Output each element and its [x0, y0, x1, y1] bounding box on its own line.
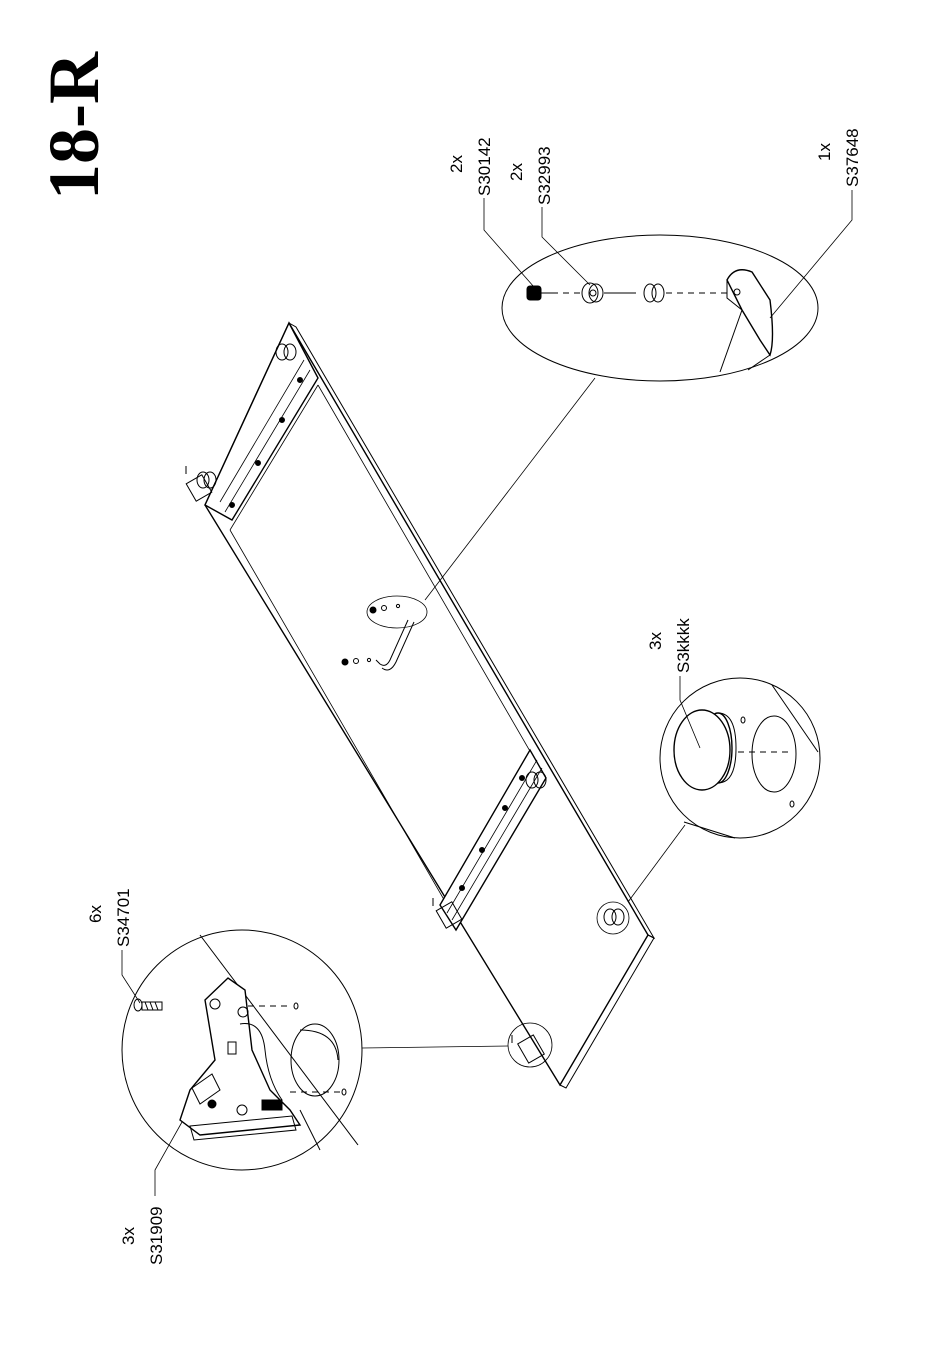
screw-icon [527, 286, 552, 300]
cap-leader [628, 825, 685, 902]
handle-qty: 1x [815, 143, 834, 161]
handle-detail [484, 190, 852, 381]
hinge-screw-qty: 6x [86, 905, 105, 923]
step-number: 18-R [34, 51, 114, 200]
washer-qty: 2x [507, 163, 526, 181]
washer-icon [582, 283, 603, 303]
hinge-detail [122, 930, 362, 1196]
handle-leader [425, 378, 595, 600]
cap-icon [674, 710, 736, 790]
hinge-code: S31909 [147, 1206, 166, 1265]
cap-code: S3kkkk [674, 618, 693, 673]
screw-code: S30142 [475, 137, 494, 196]
washer-code: S32993 [535, 146, 554, 205]
hinge-qty: 3x [119, 1227, 138, 1245]
cap-detail [660, 676, 820, 838]
hinge-icon [180, 978, 300, 1140]
door-panel [205, 323, 654, 1088]
handle-icon [720, 270, 773, 372]
screw-qty: 2x [447, 155, 466, 173]
hinge-screw-code: S34701 [114, 888, 133, 947]
handle-code: S37648 [843, 128, 862, 187]
hinge-leader [362, 1046, 508, 1048]
cap-qty: 3x [646, 632, 665, 650]
